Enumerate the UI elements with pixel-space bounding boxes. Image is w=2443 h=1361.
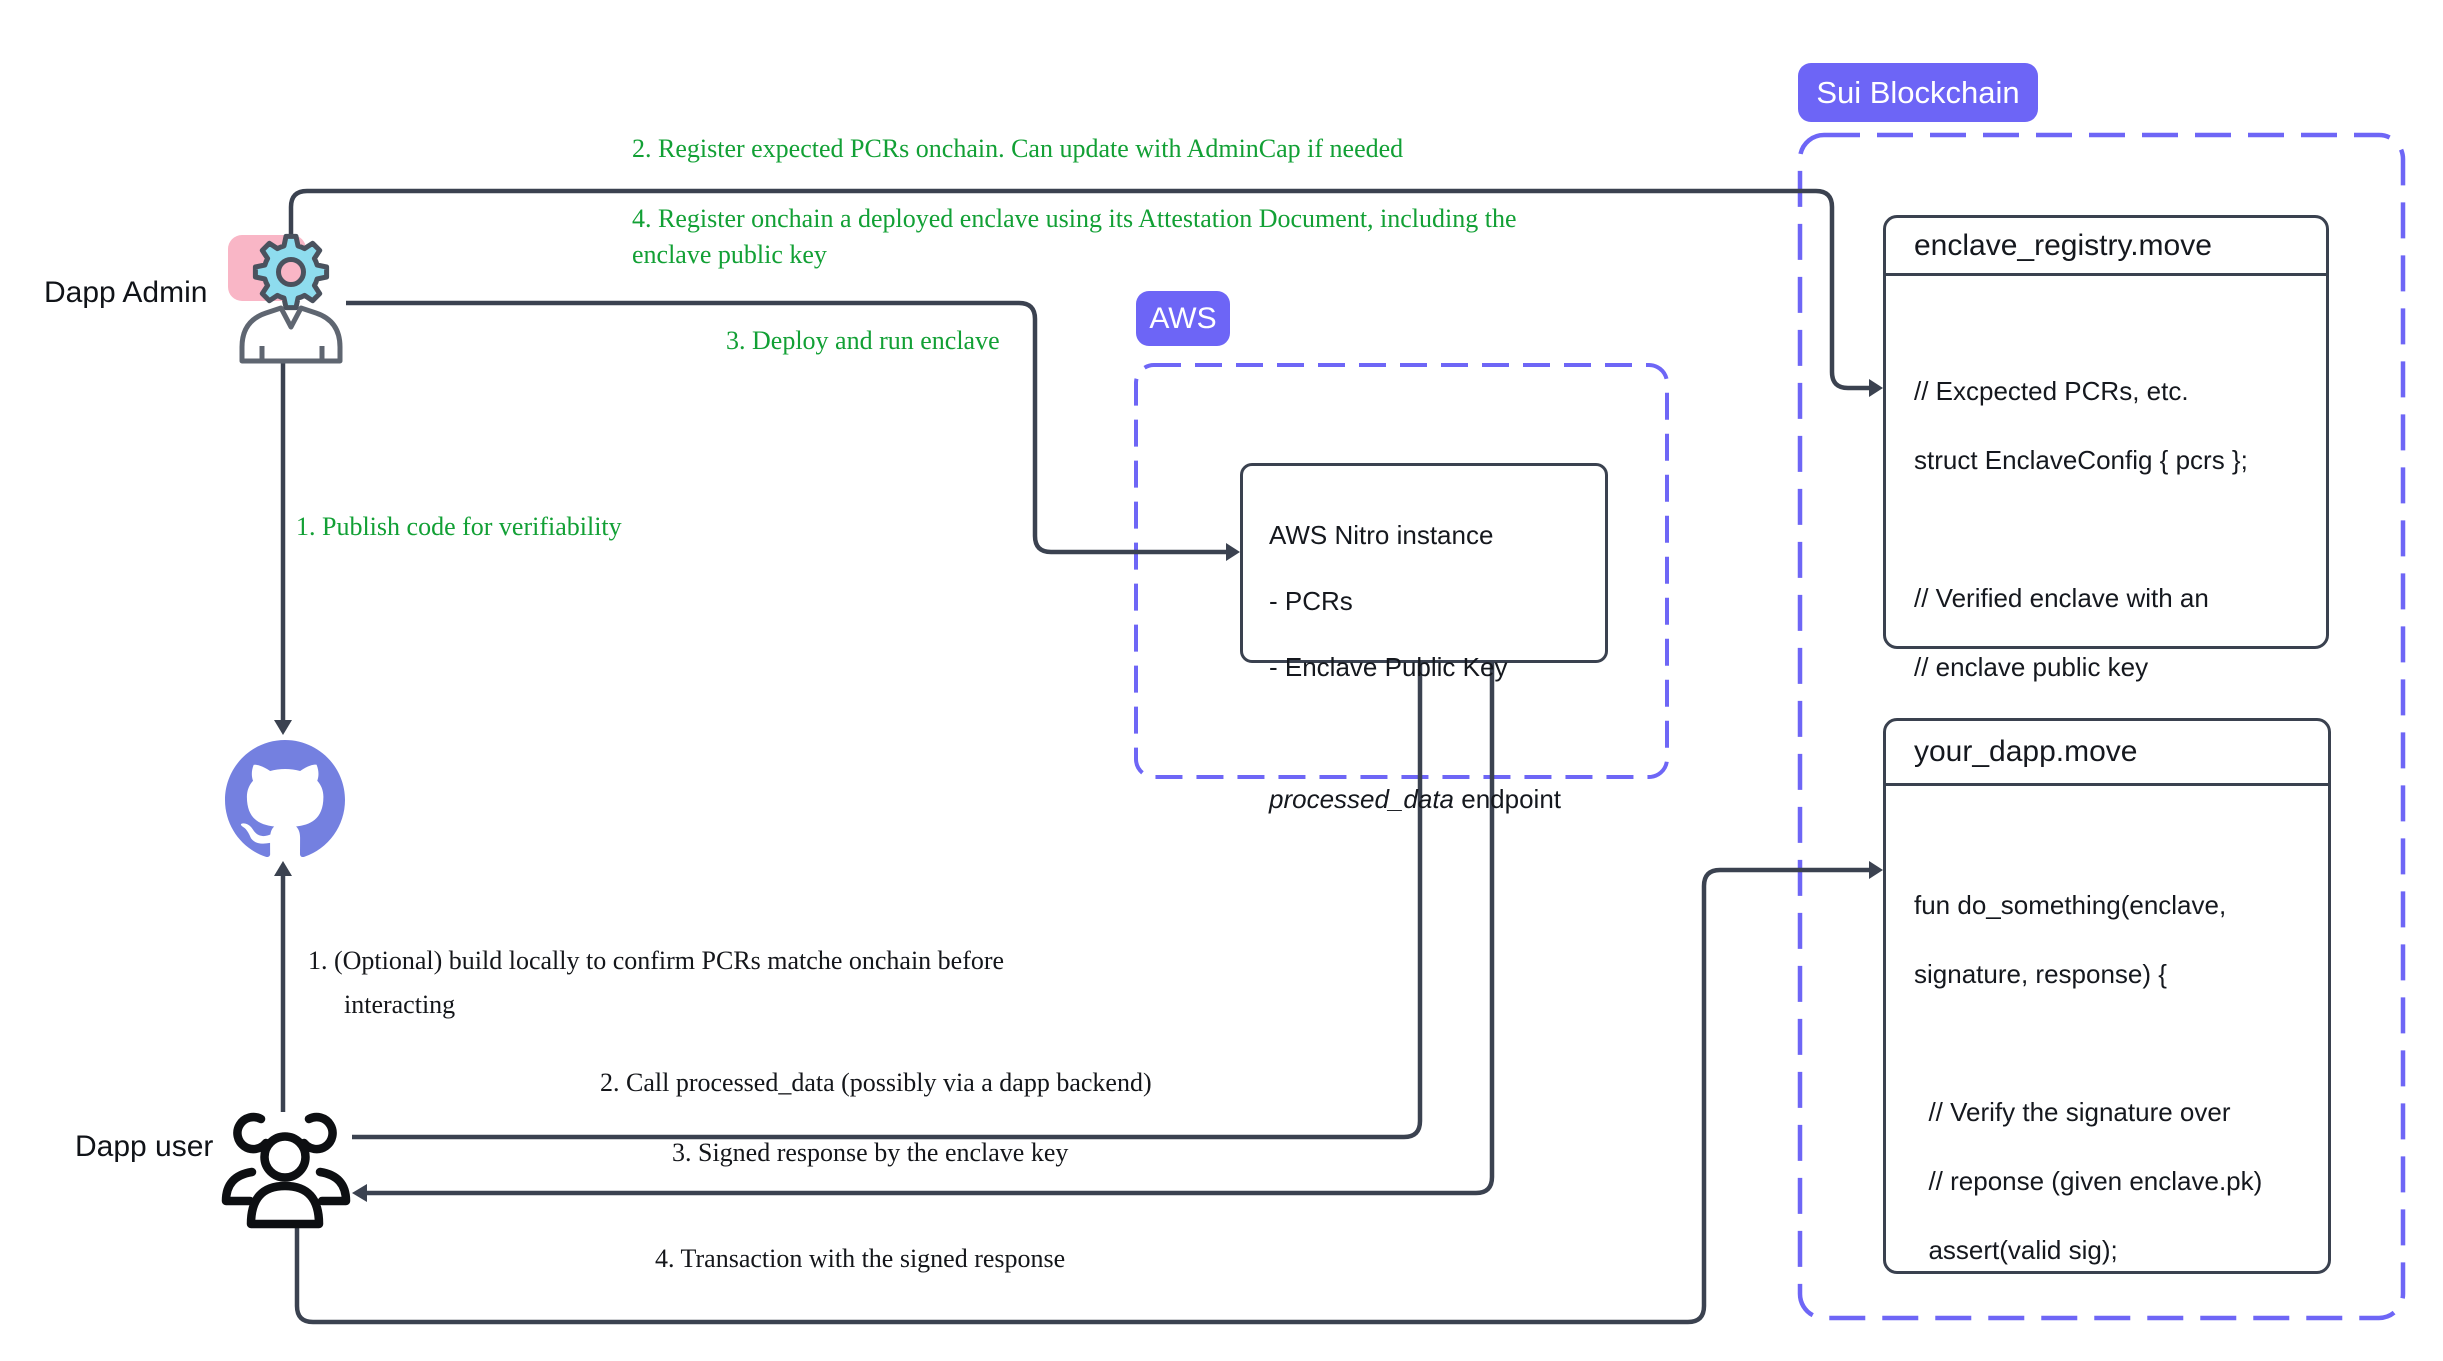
step-transaction: 4. Transaction with the signed response	[655, 1244, 1066, 1273]
step-call-processed-data: 2. Call processed_data (possibly via a d…	[600, 1068, 1152, 1097]
code-line	[1914, 1303, 2328, 1336]
connector-signed-response	[367, 641, 1495, 1196]
step-optional-build-line1: 1. (Optional) build locally to confirm P…	[308, 946, 1005, 975]
step-optional-build-line2: interacting	[344, 990, 456, 1019]
nitro-title: AWS Nitro instance	[1269, 520, 1494, 550]
code-line: // Verified enclave with an	[1914, 583, 2209, 613]
code-line: // Verify the signature over	[1914, 1097, 2231, 1127]
badge-sui-blockchain: Sui Blockchain	[1798, 63, 2038, 122]
aws-nitro-box: AWS Nitro instance - PCRs - Enclave Publ…	[1240, 463, 1608, 814]
arrowhead-deploy-enclave	[1226, 543, 1240, 561]
label-dapp-admin: Dapp Admin	[44, 276, 208, 309]
nitro-endpoint-name: processed_data	[1269, 784, 1455, 814]
code-line	[1914, 513, 2326, 546]
arrowhead-optional-build	[274, 861, 292, 876]
step-publish-code: 1. Publish code for verifiability	[296, 512, 622, 541]
person-icon	[239, 305, 343, 364]
badge-aws: AWS	[1136, 291, 1230, 346]
code-line: struct EnclaveConfig { pcrs };	[1914, 445, 2248, 475]
label-dapp-user: Dapp user	[75, 1130, 214, 1163]
arrowhead-register-onchain	[1869, 379, 1883, 397]
gear-icon	[252, 233, 330, 311]
code-line	[1914, 1027, 2328, 1060]
step-register-enclave-line1: 4. Register onchain a deployed enclave u…	[632, 204, 1517, 233]
code-line: assert(valid sig);	[1914, 1235, 2118, 1265]
step-signed-response: 3. Signed response by the enclave key	[672, 1138, 1069, 1167]
admin-avatar	[228, 233, 343, 364]
nitro-pcrs: - PCRs	[1269, 586, 1353, 616]
enclave-registry-title: enclave_registry.move	[1886, 218, 2326, 276]
code-line: // Excpected PCRs, etc.	[1914, 376, 2189, 406]
step-deploy-enclave: 3. Deploy and run enclave	[726, 326, 1000, 355]
connector-call-processed-data	[352, 659, 1423, 1140]
your-dapp-title: your_dapp.move	[1886, 721, 2328, 786]
nitro-blank	[1269, 718, 1605, 748]
step-register-enclave-line2: enclave public key	[632, 240, 827, 269]
nitro-endpoint-suffix: endpoint	[1454, 784, 1562, 814]
nitro-endpoint: processed_data endpoint	[1269, 784, 1605, 814]
connector-register-onchain	[288, 188, 1869, 391]
github-icon	[225, 740, 345, 858]
enclave-registry-box: enclave_registry.move // Excpected PCRs,…	[1883, 215, 2329, 751]
code-line: // reponse (given enclave.pk)	[1914, 1166, 2263, 1196]
code-line: signature, response) {	[1914, 959, 2167, 989]
nitro-enclave-key: - Enclave Public Key	[1269, 652, 1508, 682]
arrowhead-publish-code	[274, 720, 292, 735]
arrowhead-signed-response	[352, 1184, 367, 1202]
your-dapp-box: your_dapp.move fun do_something(enclave,…	[1883, 718, 2331, 1274]
step-register-pcrs: 2. Register expected PCRs onchain. Can u…	[632, 134, 1404, 163]
users-icon	[221, 1112, 351, 1229]
connector-deploy-enclave	[346, 300, 1226, 555]
connector-transaction	[294, 867, 1869, 1325]
code-line: // enclave public key	[1914, 652, 2149, 682]
code-line: fun do_something(enclave,	[1914, 890, 2227, 920]
sui-dashed-region	[1797, 132, 2406, 1321]
aws-dashed-region	[1134, 363, 1669, 779]
arrowhead-transaction	[1869, 861, 1883, 879]
